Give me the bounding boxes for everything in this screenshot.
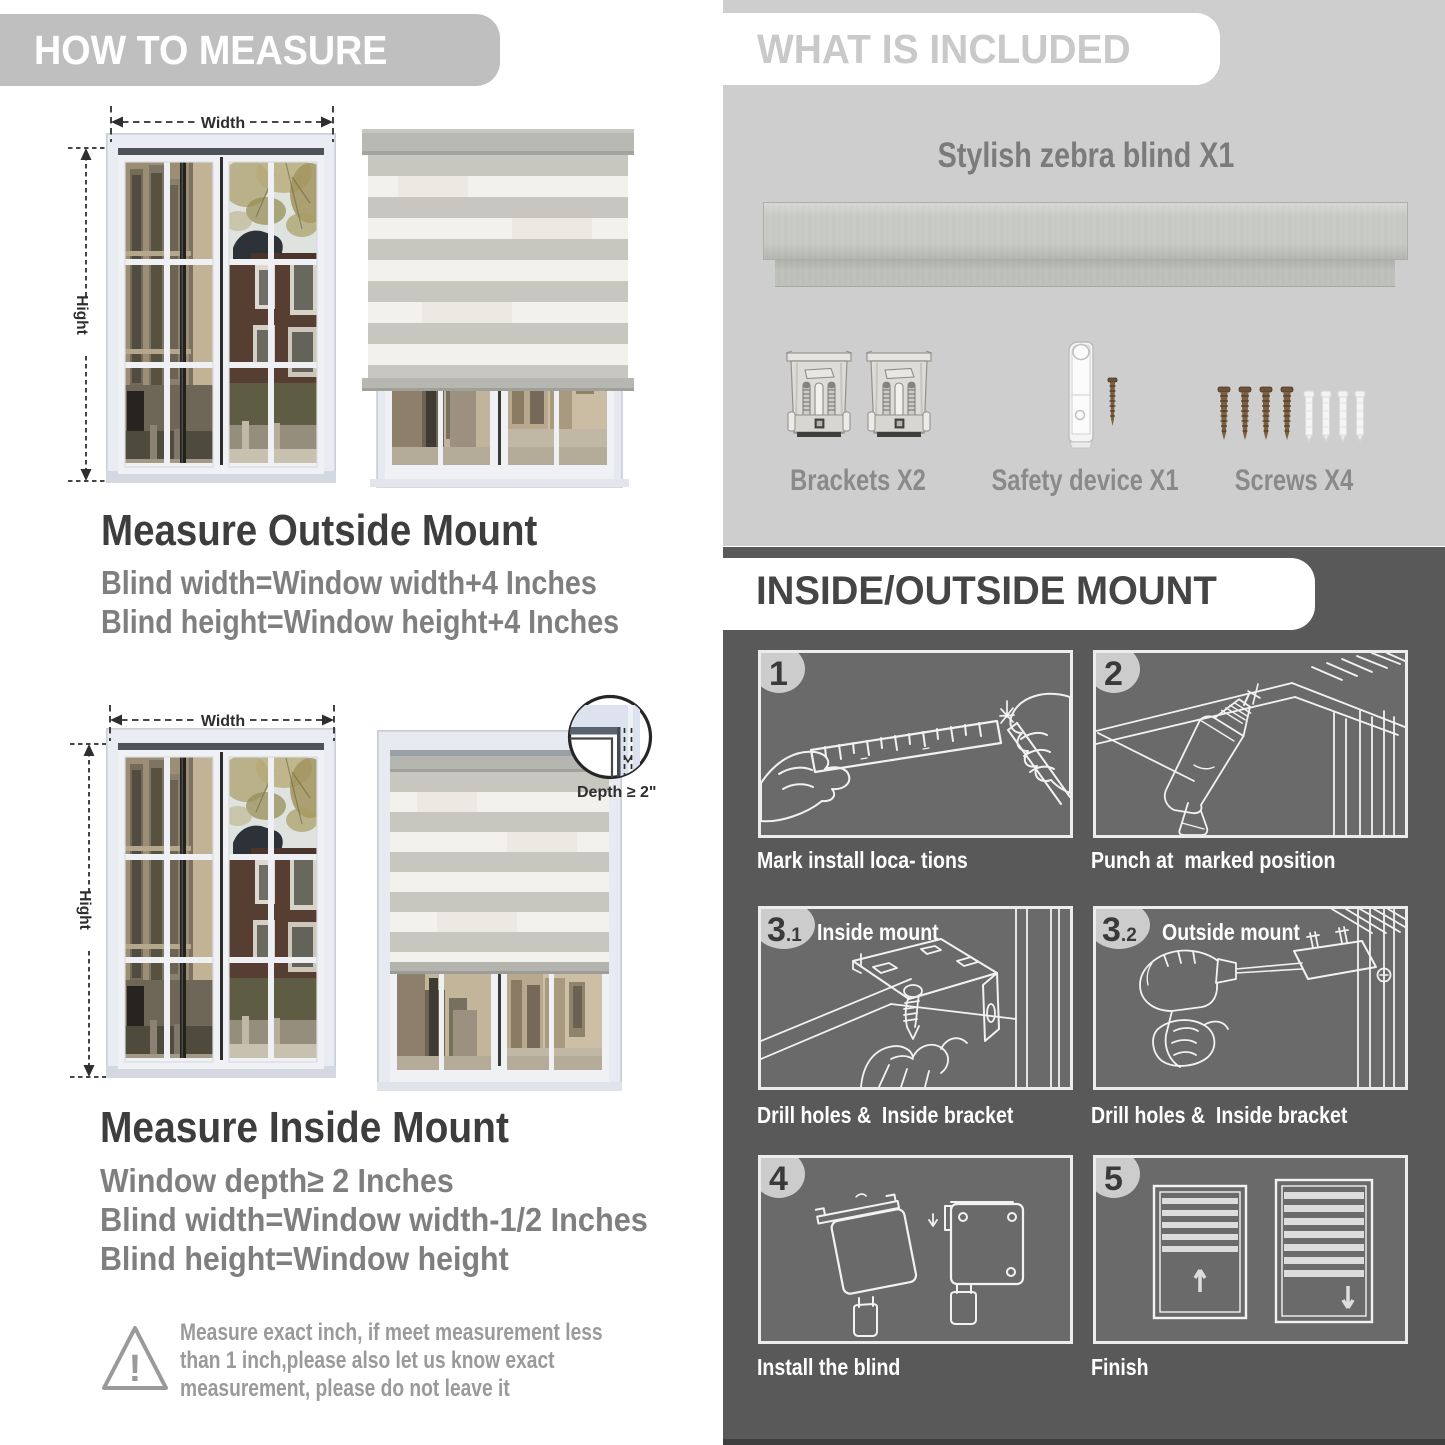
svg-text:Hight: Hight <box>73 295 90 335</box>
svg-text:Width: Width <box>201 713 245 730</box>
svg-text:!: ! <box>129 1348 142 1390</box>
svg-text:Width: Width <box>201 115 245 132</box>
svg-text:Hight: Hight <box>76 890 93 930</box>
